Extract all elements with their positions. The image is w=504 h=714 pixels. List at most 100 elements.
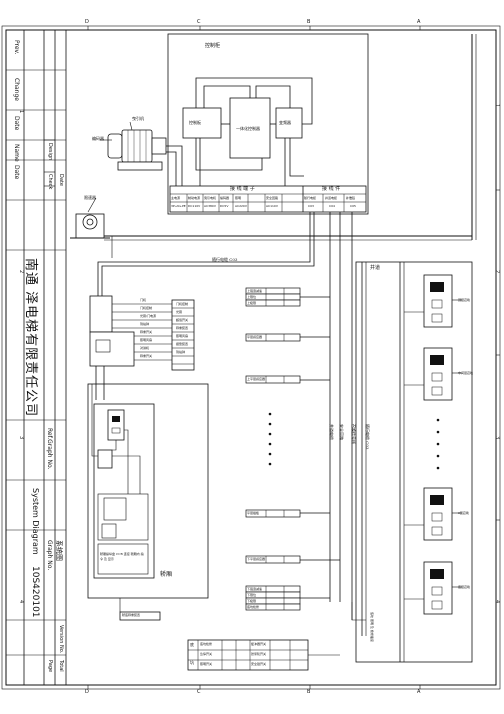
hoistway-switch: 平层感应器 xyxy=(247,335,263,339)
landing-call-label: 底层召唤 xyxy=(458,585,471,589)
traction-machine-label: 曳引机 xyxy=(132,116,144,121)
control-cabinet-title: 控制柜 xyxy=(205,43,221,49)
car-top-terminal: 门机控制 xyxy=(140,306,153,310)
hoistway-switch: 上极限 xyxy=(247,301,257,305)
graph-no-label: Graph No. xyxy=(46,540,53,571)
page-label: Page xyxy=(47,660,53,673)
grid-left-1: 1 xyxy=(18,110,24,114)
grid-right-1: 1 xyxy=(494,104,500,108)
terminal-cell: 编码器 xyxy=(220,196,230,200)
pit-table-cell: 照明开关 xyxy=(200,662,213,666)
landing-call-label: 中间层召唤 xyxy=(458,371,474,375)
ref-graph-label: Ref.Graph No. xyxy=(46,428,53,470)
hoistway-cable-label: 安全回路 xyxy=(339,424,344,440)
car-label: 轿厢 xyxy=(160,571,173,578)
terminal-cell: 主电源 xyxy=(171,196,181,200)
grid-left-4: 4 xyxy=(18,600,24,604)
pit-table-row-label: 坑 xyxy=(190,660,194,665)
terminal-table-header-1: 接 线 端 子 xyxy=(230,186,255,192)
car-top-item: 照明风扇 xyxy=(176,334,189,338)
car-top-item: 到站钟 xyxy=(176,350,186,354)
hoistway-cable-label: 召唤信号线 xyxy=(351,424,356,444)
pit-lamp-note: 底坑 照明 及 检修插座 xyxy=(370,612,374,642)
drawing-title-en: System Diagram xyxy=(31,488,40,555)
pit-table-row-label: 底 xyxy=(190,642,194,647)
terminal-spec: AC220V xyxy=(235,204,247,208)
terminal-cell: 井道电缆 xyxy=(325,196,338,200)
hoistway-switch: 下限位 xyxy=(247,593,257,597)
terminal-spec: C05 xyxy=(350,204,356,208)
terminal-spec: DC5V xyxy=(220,204,229,208)
terminal-table-header-2: 接 线 件 xyxy=(322,186,341,192)
terminal-cell: 补偿链 xyxy=(346,196,356,200)
car-top-item: 光幕 xyxy=(176,310,183,314)
hoistway-switch: 上强迫减速 xyxy=(247,289,263,293)
date2-label: Date xyxy=(13,165,20,180)
hoistway-switch: 底坑检修 xyxy=(247,605,260,609)
hoistway-switch: 下平层感应器 xyxy=(247,557,266,561)
total-label: Total xyxy=(58,660,64,672)
company-name: 南通 泽电梯有限责任公司 xyxy=(23,258,38,418)
car-top-item: 称重装置 xyxy=(176,326,189,330)
pit-table-cell: 底坑检修 xyxy=(200,642,213,646)
car-top-terminal: 光幕/门电源 xyxy=(140,314,157,318)
pit-table-cell: 缓冲器开关 xyxy=(251,642,267,646)
terminal-cell: 照明 xyxy=(235,196,242,200)
grid-right-2: 2 xyxy=(494,270,500,274)
governor-label: 限速器 xyxy=(84,195,96,200)
name-label: Name xyxy=(13,144,20,162)
pit-table-cell: 安全钳开关 xyxy=(251,662,267,666)
version-label: Version No. xyxy=(58,625,64,654)
terminal-spec: AC110V xyxy=(266,204,278,208)
terminal-cell: 随行电缆 xyxy=(304,196,317,200)
sheet-border xyxy=(5,29,497,686)
grid-bottom-b: B xyxy=(307,689,311,695)
hoistway-title: 井道 xyxy=(370,265,381,271)
car-top-terminal: 门机 xyxy=(140,298,147,302)
date3-label: Date xyxy=(58,174,64,186)
drawing-title-cn: 系统图 xyxy=(55,540,63,561)
grid-bottom-a: A xyxy=(417,689,421,695)
grid-top-d: D xyxy=(85,19,89,25)
terminal-spec: DC110V xyxy=(188,204,201,208)
terminal-spec: C03 xyxy=(308,204,314,208)
car-panel-note: 轿厢操纵盘 CCB 连接 轿厢内 指令 及 显示 xyxy=(100,552,144,561)
car-top-terminal: 照明风扇 xyxy=(140,338,153,342)
grid-right-4: 4 xyxy=(494,600,500,604)
hoistway-cable-label: 随行电缆 C03 xyxy=(365,424,370,450)
hoistway-switch: 下强迫减速 xyxy=(247,587,263,591)
terminal-cell: 制动电源 xyxy=(188,196,201,200)
car-top-item: 超载开关 xyxy=(176,318,189,322)
landing-call-label: 顶层召唤 xyxy=(458,298,471,302)
grid-top-a: A xyxy=(417,19,421,25)
terminal-spec: AC380V xyxy=(204,204,216,208)
change-label: Change xyxy=(13,78,20,101)
prev-label: Prev. xyxy=(13,40,20,55)
car-top-item: 报警装置 xyxy=(176,342,189,346)
control-board-label: 控制板 xyxy=(189,120,201,125)
car-top-terminal: 称重开关 xyxy=(140,354,153,358)
drawing-number: 10S420101 xyxy=(30,566,40,618)
hoistway-switch: 下极限 xyxy=(247,599,257,603)
check-label: Check xyxy=(47,174,53,190)
grid-left-3: 3 xyxy=(18,436,24,440)
trailing-cable-label: 随行电缆 C03 xyxy=(212,257,238,262)
terminal-spec: C04 xyxy=(329,204,335,208)
date-label: Date xyxy=(13,116,20,131)
hoistway-cable-label: 井道电缆 xyxy=(329,424,334,440)
grid-top-c: C xyxy=(197,19,201,25)
car-top-terminal: 称重开关 xyxy=(140,330,153,334)
hoistway-switch: 上限位 xyxy=(247,295,257,299)
integrated-controller-label: 一体化控制器 xyxy=(236,126,260,131)
car-top-item: 门机控制 xyxy=(176,302,189,306)
pit-table-cell: 张紧轮开关 xyxy=(251,652,267,656)
terminal-spec: 3P+N+PE xyxy=(171,204,186,208)
terminal-cell: 安全回路 xyxy=(266,196,279,200)
encoder-label: 编码器 xyxy=(92,136,104,141)
design-label: Design xyxy=(47,143,53,161)
car-top-terminal: 到站钟 xyxy=(140,322,150,326)
grid-right-3: 3 xyxy=(494,436,500,440)
car-bottom-label: 轿底称重装置 xyxy=(122,613,141,617)
inverter-label: 变频器 xyxy=(279,120,291,125)
